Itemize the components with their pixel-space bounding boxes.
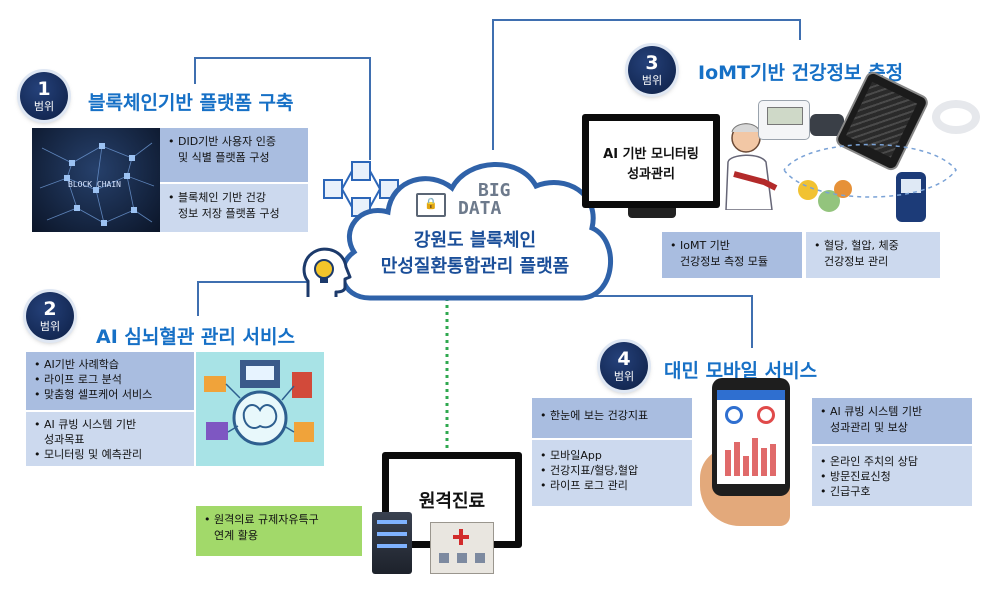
blockchain-image-label: BLOCK CHAIN: [68, 180, 121, 189]
monitor-line-1: AI 기반 모니터링: [603, 147, 699, 162]
blockchain-image: BLOCK CHAIN: [32, 128, 160, 232]
blood-pressure-device: [758, 100, 810, 140]
section-3-box-2: 혈당, 혈압, 체중 건강정보 관리: [806, 232, 940, 278]
remote-care-monitor: 원격진료: [382, 452, 522, 548]
center-title-line-1: 강원도 블록체인: [413, 230, 537, 251]
remote-care-box: 원격의료 규제자유특구 연계 활용: [196, 506, 362, 556]
section-2-title: AI 심뇌혈관 관리 서비스: [96, 326, 295, 348]
box-item-continued: 건강정보 측정 모듈: [680, 255, 768, 268]
section-3-title: IoMT기반 건강정보 측정: [698, 62, 904, 84]
box-item-continued: 및 식별 플랫폼 구성: [178, 151, 270, 164]
bp-display: [767, 107, 803, 125]
box-item-continued: 건강정보 관리: [824, 255, 889, 268]
ai-brain-illustration: [196, 352, 324, 466]
cloud-shape: [339, 162, 614, 301]
badge-section-1: 1 범위: [20, 72, 68, 120]
data-label: DATA: [458, 198, 502, 219]
box-item: AI기반 사례학습: [34, 357, 186, 372]
remote-title: 원격진료: [418, 491, 486, 512]
connector-section-2: [197, 281, 340, 316]
fitness-band: [932, 100, 980, 134]
device-dashed-loop: [783, 143, 957, 198]
box-item-continued: 정보 저장 플랫폼 구성: [178, 207, 280, 220]
glucose-meter: [896, 172, 926, 222]
monitor-line-2: 성과관리: [627, 167, 675, 182]
hospital-building: [430, 522, 494, 574]
mobile-app-screen: [717, 390, 785, 484]
monitor-screen: AI 기반 모니터링 성과관리: [589, 121, 713, 201]
badge-number: 1: [37, 78, 51, 100]
server-rack: [372, 512, 412, 574]
section-2-box-1: AI기반 사례학습 라이프 로그 분석 맞춤형 셀프케어 서비스: [26, 352, 194, 410]
hospital-cross-icon: [453, 529, 469, 545]
box-item: 방문진료신청: [820, 469, 964, 484]
section-4-box-4: 온라인 주치의 상담 방문진료신청 긴급구호: [812, 446, 972, 506]
section-4-box-3: AI 큐빙 시스템 기반 성과관리 및 보상: [812, 398, 972, 444]
connector-section-3: [492, 19, 801, 150]
box-item: 블록체인 기반 건강: [168, 190, 300, 206]
badge-section-2: 2 범위: [26, 292, 74, 340]
badge-section-4: 4 범위: [600, 342, 648, 390]
brain-icon: [204, 360, 314, 446]
box-item: 혈당, 혈압, 체중: [814, 238, 932, 254]
badge-label: 범위: [33, 100, 55, 113]
badge-label: 범위: [613, 370, 635, 383]
app-chart-bars: [725, 434, 777, 476]
box-item: AI 큐빙 시스템 기반: [34, 417, 186, 432]
box-item: 원격의료 규제자유특구: [204, 512, 354, 528]
badge-label: 범위: [641, 74, 663, 87]
badge-section-3: 3 범위: [628, 46, 676, 94]
box-item-continued: 성과관리 및 보상: [830, 421, 908, 434]
monitor-stand: [628, 208, 676, 218]
big-label: BIG: [478, 180, 511, 201]
section-4-title: 대민 모바일 서비스: [664, 360, 818, 382]
badge-number: 4: [617, 348, 631, 370]
section-2-box-2: AI 큐빙 시스템 기반 성과목표 모니터링 및 예측관리: [26, 412, 194, 466]
box-item: 긴급구호: [820, 484, 964, 499]
box-item: 라이프 로그 분석: [34, 372, 186, 387]
box-item: 모바일App: [540, 448, 684, 463]
section-1-box-2: 블록체인 기반 건강 정보 저장 플랫폼 구성: [160, 184, 308, 232]
blockchain-network-icon: [39, 142, 155, 226]
box-item: 건강지표/혈당,혈압: [540, 463, 684, 478]
box-item: AI 큐빙 시스템 기반: [820, 404, 964, 420]
box-item: 온라인 주치의 상담: [820, 454, 964, 469]
box-item: 맞춤형 셀프케어 서비스: [34, 387, 186, 402]
badge-number: 3: [645, 52, 659, 74]
app-gauge-icon: [725, 406, 743, 424]
glucose-display: [901, 179, 921, 193]
mobile-phone: [712, 378, 790, 496]
section-1-title: 블록체인기반 플랫폼 구축: [88, 92, 294, 114]
section-4-box-1: 한눈에 보는 건강지표: [532, 398, 692, 438]
box-item-continued: 연계 활용: [214, 529, 258, 542]
section-3-box-1: IoMT 기반 건강정보 측정 모듈: [662, 232, 802, 278]
box-item: 모니터링 및 예측관리: [34, 447, 186, 462]
ai-head-icon: [302, 247, 352, 297]
center-title-line-2: 만성질환통합관리 플랫폼: [380, 256, 570, 277]
connector-section-1: [194, 57, 371, 160]
bp-cuff: [810, 114, 844, 136]
badge-label: 범위: [39, 320, 61, 333]
box-item: DID기반 사용자 인증: [168, 134, 300, 150]
section-1-box-1: DID기반 사용자 인증 및 식별 플랫폼 구성: [160, 128, 308, 182]
lock-screen-icon: 🔒: [416, 193, 446, 217]
app-gauge-icon: [757, 406, 775, 424]
box-item-continued: 성과목표: [44, 433, 85, 446]
box-item: 라이프 로그 관리: [540, 478, 684, 493]
box-item: 한눈에 보는 건강지표: [540, 408, 684, 424]
box-item: IoMT 기반: [670, 238, 794, 254]
app-header-bar: [717, 390, 785, 400]
monitoring-monitor: AI 기반 모니터링 성과관리: [582, 114, 720, 208]
badge-number: 2: [43, 298, 57, 320]
section-4-box-2: 모바일App 건강지표/혈당,혈압 라이프 로그 관리: [532, 440, 692, 506]
